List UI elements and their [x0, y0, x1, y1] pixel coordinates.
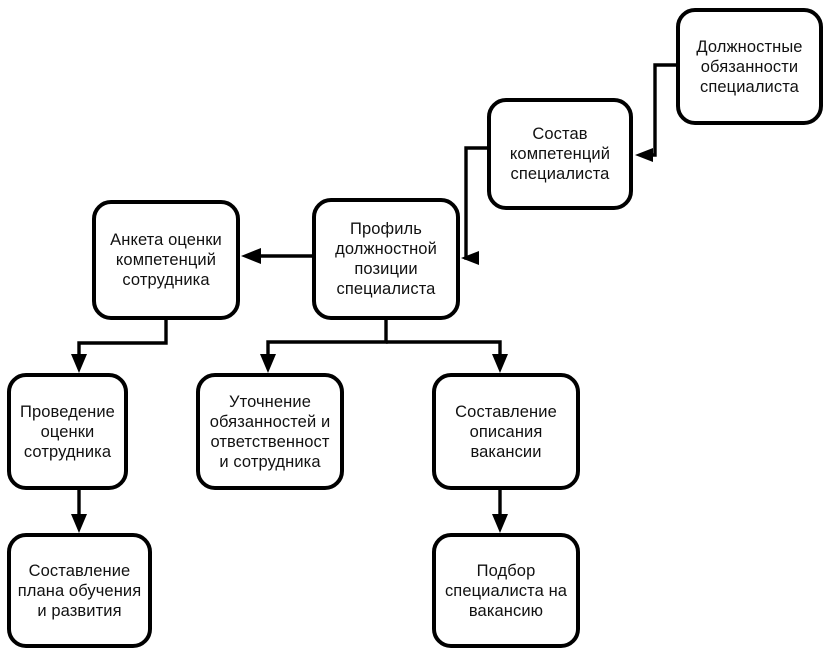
edge-profile-to-questionnaire — [241, 248, 312, 264]
node-competency-set[interactable] — [487, 98, 633, 210]
node-specialist-selection[interactable] — [432, 533, 580, 648]
edge-profile-to-clarify — [260, 320, 388, 373]
edge-assessment-to-training — [71, 490, 87, 533]
edge-vacancy-to-selection — [492, 490, 508, 533]
node-competency-questionnaire[interactable] — [92, 200, 240, 320]
node-training-plan[interactable] — [7, 533, 152, 648]
node-job-duties[interactable] — [676, 8, 823, 125]
edge-competency-to-profile — [461, 146, 487, 265]
edge-duties-to-competency — [635, 63, 676, 162]
node-clarify-duties[interactable] — [196, 373, 344, 490]
edge-profile-to-vacancy — [386, 340, 508, 373]
edge-questionnaire-to-assessment — [71, 320, 168, 373]
node-employee-assessment[interactable] — [7, 373, 128, 490]
node-vacancy-description[interactable] — [432, 373, 580, 490]
node-position-profile[interactable] — [312, 198, 460, 320]
